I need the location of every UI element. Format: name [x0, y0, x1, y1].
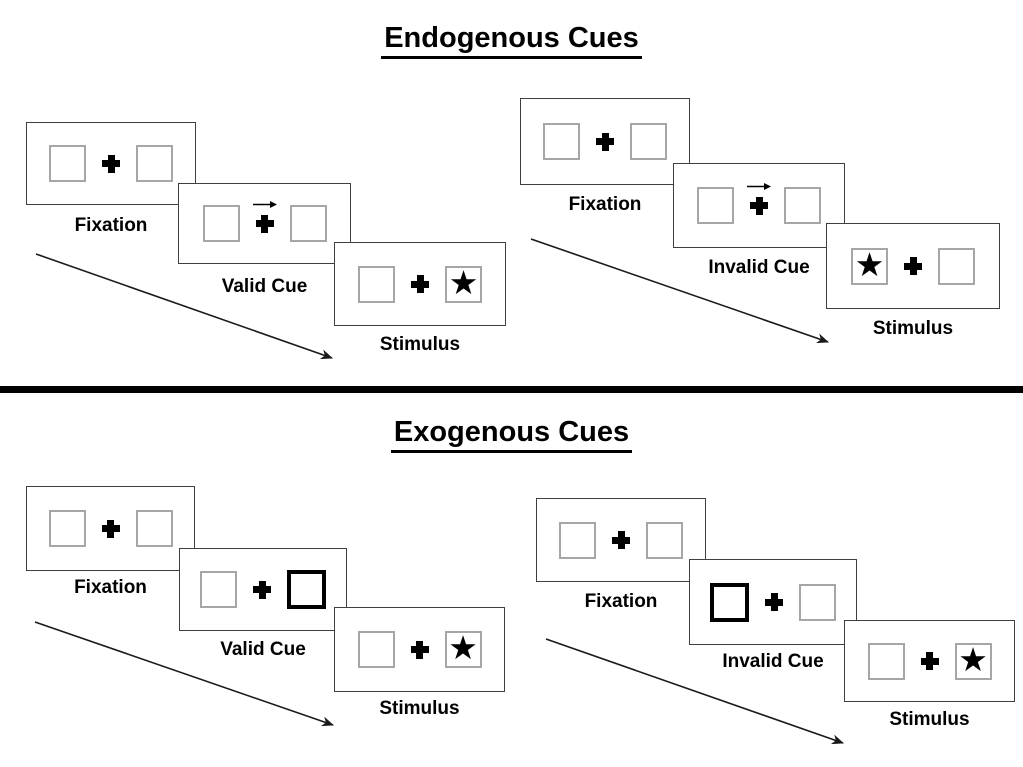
star-icon: ★	[448, 262, 479, 302]
left-box	[357, 631, 395, 668]
star-icon: ★	[448, 628, 478, 667]
panel-label: Fixation	[74, 215, 148, 236]
left-box	[543, 123, 580, 160]
section-title-exogenous: Exogenous Cues	[0, 416, 1023, 453]
fixation-cross-icon	[101, 519, 120, 538]
right-box	[938, 247, 975, 285]
panel-label: Valid Cue	[220, 639, 306, 660]
invalid-cue-panel	[689, 559, 857, 645]
panel-label: Stimulus	[379, 334, 461, 355]
fixation-cross-icon	[411, 275, 429, 293]
timeline-arrow-endogenous-invalid	[530, 238, 829, 344]
timeline-arrow-endogenous-valid	[35, 253, 333, 360]
right-box	[630, 123, 667, 160]
right-box: ★	[444, 628, 482, 668]
right-box	[136, 145, 173, 182]
panel-label: Invalid Cue	[722, 651, 824, 672]
fixation-cross-icon	[747, 182, 771, 215]
fixation-panel	[520, 98, 690, 185]
right-box	[799, 583, 836, 621]
right-box: ★	[445, 262, 482, 303]
fixation-cross-icon	[596, 132, 614, 151]
fixation-cross-icon	[904, 257, 922, 275]
right-box	[287, 570, 326, 609]
panel-label: Stimulus	[872, 318, 954, 339]
left-box: ★	[851, 244, 888, 285]
panel-label: Stimulus	[379, 698, 460, 719]
right-box	[135, 510, 173, 547]
valid-cue-panel	[179, 548, 347, 631]
section-title-text: Exogenous Cues	[390, 416, 633, 453]
panel-label: Valid Cue	[221, 276, 308, 297]
fixation-panel	[536, 498, 706, 582]
stimulus-panel: ★	[844, 620, 1015, 702]
panel-label: Stimulus	[889, 709, 970, 730]
section-divider	[0, 386, 1023, 393]
fixation-cross-icon	[612, 531, 630, 549]
cue-arrow-icon	[747, 182, 771, 190]
timeline-arrow-exogenous-valid	[34, 621, 334, 727]
left-box	[697, 187, 734, 224]
left-box	[48, 510, 86, 547]
fixation-cross-icon	[920, 652, 939, 670]
left-box	[49, 145, 86, 182]
fixation-panel	[26, 486, 195, 571]
left-box	[559, 521, 596, 559]
left-box	[710, 582, 749, 622]
right-box: ★	[954, 639, 992, 680]
left-box	[867, 642, 905, 680]
stimulus-panel: ★	[826, 223, 1000, 309]
fixation-cross-icon	[102, 154, 120, 173]
fixation-cross-icon	[252, 200, 277, 233]
right-box	[646, 521, 683, 559]
left-box	[358, 265, 395, 303]
panel-label: Fixation	[74, 577, 147, 598]
star-icon: ★	[958, 639, 988, 679]
section-title-endogenous: Endogenous Cues	[0, 22, 1023, 59]
fixation-cross-icon	[765, 593, 783, 611]
panel-label: Invalid Cue	[708, 257, 810, 278]
panel-label: Fixation	[584, 591, 658, 612]
stimulus-panel: ★	[334, 607, 505, 692]
invalid-cue-panel	[673, 163, 845, 248]
stimulus-panel: ★	[334, 242, 506, 326]
right-box	[784, 187, 821, 224]
fixation-cross-icon	[410, 640, 429, 659]
panel-label: Fixation	[568, 194, 642, 215]
section-title-text: Endogenous Cues	[381, 22, 642, 59]
left-box	[200, 571, 237, 608]
valid-cue-panel	[178, 183, 351, 264]
right-box	[289, 205, 327, 242]
cue-arrow-icon	[252, 200, 277, 208]
left-box	[202, 205, 240, 242]
star-icon: ★	[854, 244, 885, 284]
fixation-cross-icon	[253, 580, 271, 599]
fixation-panel	[26, 122, 196, 205]
